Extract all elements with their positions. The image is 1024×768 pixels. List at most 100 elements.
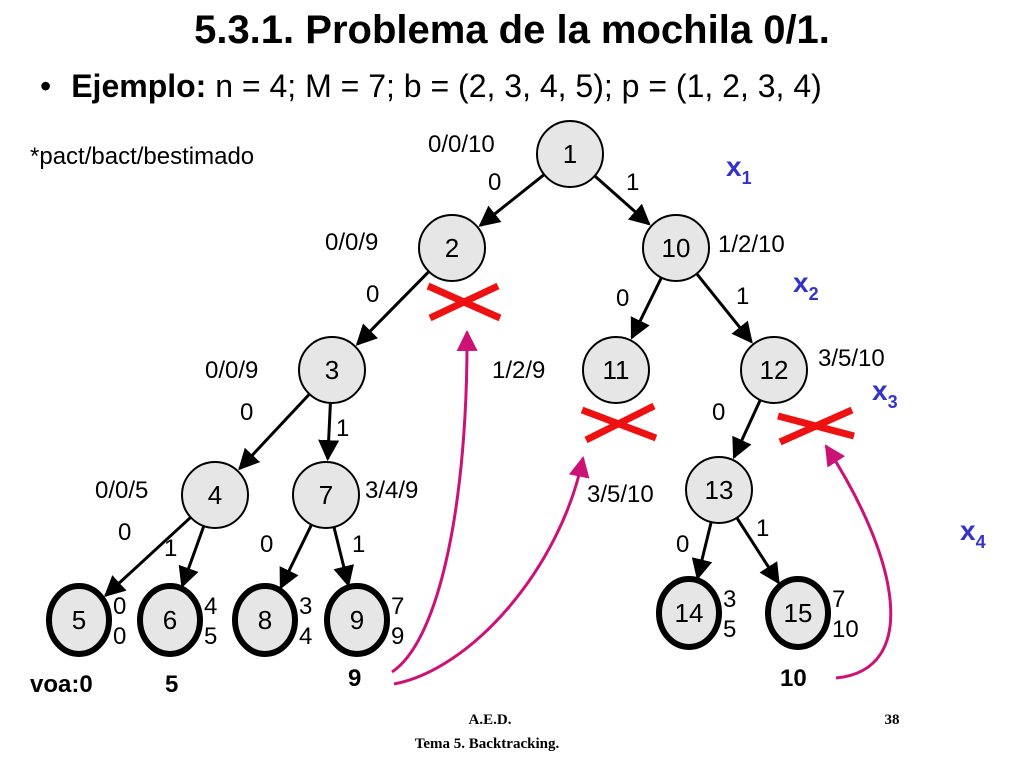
example-text: n = 4; M = 7; b = (2, 3, 4, 5); p = (1, … [215,68,822,104]
example-label: Ejemplo: [71,68,207,104]
tree-node-3: 30/0/9 [205,336,366,404]
leaf-profit: 7 [832,586,845,613]
node-number: 5 [72,605,86,635]
node-number: 9 [350,605,364,635]
edge-n7-n8 [279,523,313,590]
edge-n4-n5 [103,516,192,598]
leaf-benefit: 4 [299,623,312,650]
prune-cross-node-12 [777,406,855,446]
tree-node-4: 4 0/0/5 [95,461,249,529]
edge-label-n3-n7: 1 [336,415,349,442]
edge-n4-n6 [178,525,206,589]
edge-label-n1-n2: 0 [488,169,501,196]
node-number: 4 [208,480,222,510]
node-circle [292,461,360,529]
edge-n3-n4 [238,393,311,471]
tree-node-2: 2 0/0/9 [325,214,486,282]
voa-value-10: 10 [780,665,807,692]
tree-node-13: 133/5/10 [587,456,753,524]
node-circle [137,583,203,657]
leaf-profit: 4 [204,593,217,620]
node-info: 0/0/10 [428,131,495,158]
node-circle [740,336,808,404]
edge-label-n12-n13: 0 [712,399,725,426]
edge-label-n13-n14: 0 [676,531,689,558]
level-label-x4: x4 [960,515,986,552]
edge-n2-n3 [355,270,430,346]
node-number: 2 [445,233,459,263]
node-circle [181,461,249,529]
node-circle [298,336,366,404]
footer-topic: Tema 5. Backtracking. [415,736,560,752]
node-number: 8 [258,605,272,635]
footer-page: 38 [885,712,900,728]
tree-node-11: 11 1/2/9 [492,336,650,404]
leaf-profit: 3 [299,593,312,620]
edge-n3-n7 [318,402,340,462]
leaf-profit: 3 [723,586,736,613]
edge-label-n10-n12: 1 [736,283,749,310]
slide-title: 5.3.1. Problema de la mochila 0/1. [194,8,830,52]
node-info: 1/2/10 [718,231,785,258]
edge-n10-n12 [695,272,753,344]
edge-n1-n2 [478,173,546,227]
tree-node-1: 1 0/0/10 [428,120,604,188]
legend-text: *pact/bact/bestimado [30,143,254,170]
prune-cross-node-11 [580,402,658,444]
node-circle [656,576,722,650]
edge-n13-n14 [691,521,713,581]
node-circle [765,576,831,650]
node-info: 0/0/9 [325,229,378,256]
edge-label-n3-n4: 0 [240,399,253,426]
node-info: 0/0/5 [95,477,148,504]
node-circle [46,583,112,657]
edge-label-n7-n9: 1 [352,531,365,558]
node-circle [418,214,486,282]
node-circle [232,583,298,657]
leaf-profit: 0 [113,593,126,620]
node-number: 6 [163,605,177,635]
bullet-dot: • [40,68,52,104]
edge-label-n1-n10: 1 [626,169,639,196]
node-number: 12 [760,355,789,385]
level-label-x1: x1 [726,151,752,188]
edge-label-n2-n3: 0 [366,281,379,308]
node-circle [582,336,650,404]
leaf-benefit: 10 [832,616,859,643]
edge-n10-n11 [630,276,663,340]
node-circle [685,456,753,524]
node-number: 11 [603,355,630,385]
edge-n1-n10 [593,174,651,226]
edge-n12-n13 [732,399,762,460]
bound-arrow-to-node-12 [824,444,893,680]
node-info: 0/0/9 [205,357,258,384]
edge-label-n10-n11: 0 [616,285,629,312]
leaf-benefit: 0 [113,623,126,650]
node-circle [324,583,390,657]
edge-label-n7-n8: 0 [260,531,273,558]
edge-n7-n9 [332,526,354,588]
node-number: 1 [563,139,577,169]
voa-value-5: 5 [165,671,178,698]
node-info: 3/5/10 [587,481,654,508]
leaf-profit: 7 [391,593,404,620]
level-label-x2: x2 [793,267,819,304]
node-circle [536,120,604,188]
footer-course: A.E.D. [469,712,512,728]
leaf-benefit: 9 [391,623,404,650]
leaf-benefit: 5 [723,616,736,643]
node-number: 7 [319,480,333,510]
node-info: 1/2/9 [492,357,545,384]
